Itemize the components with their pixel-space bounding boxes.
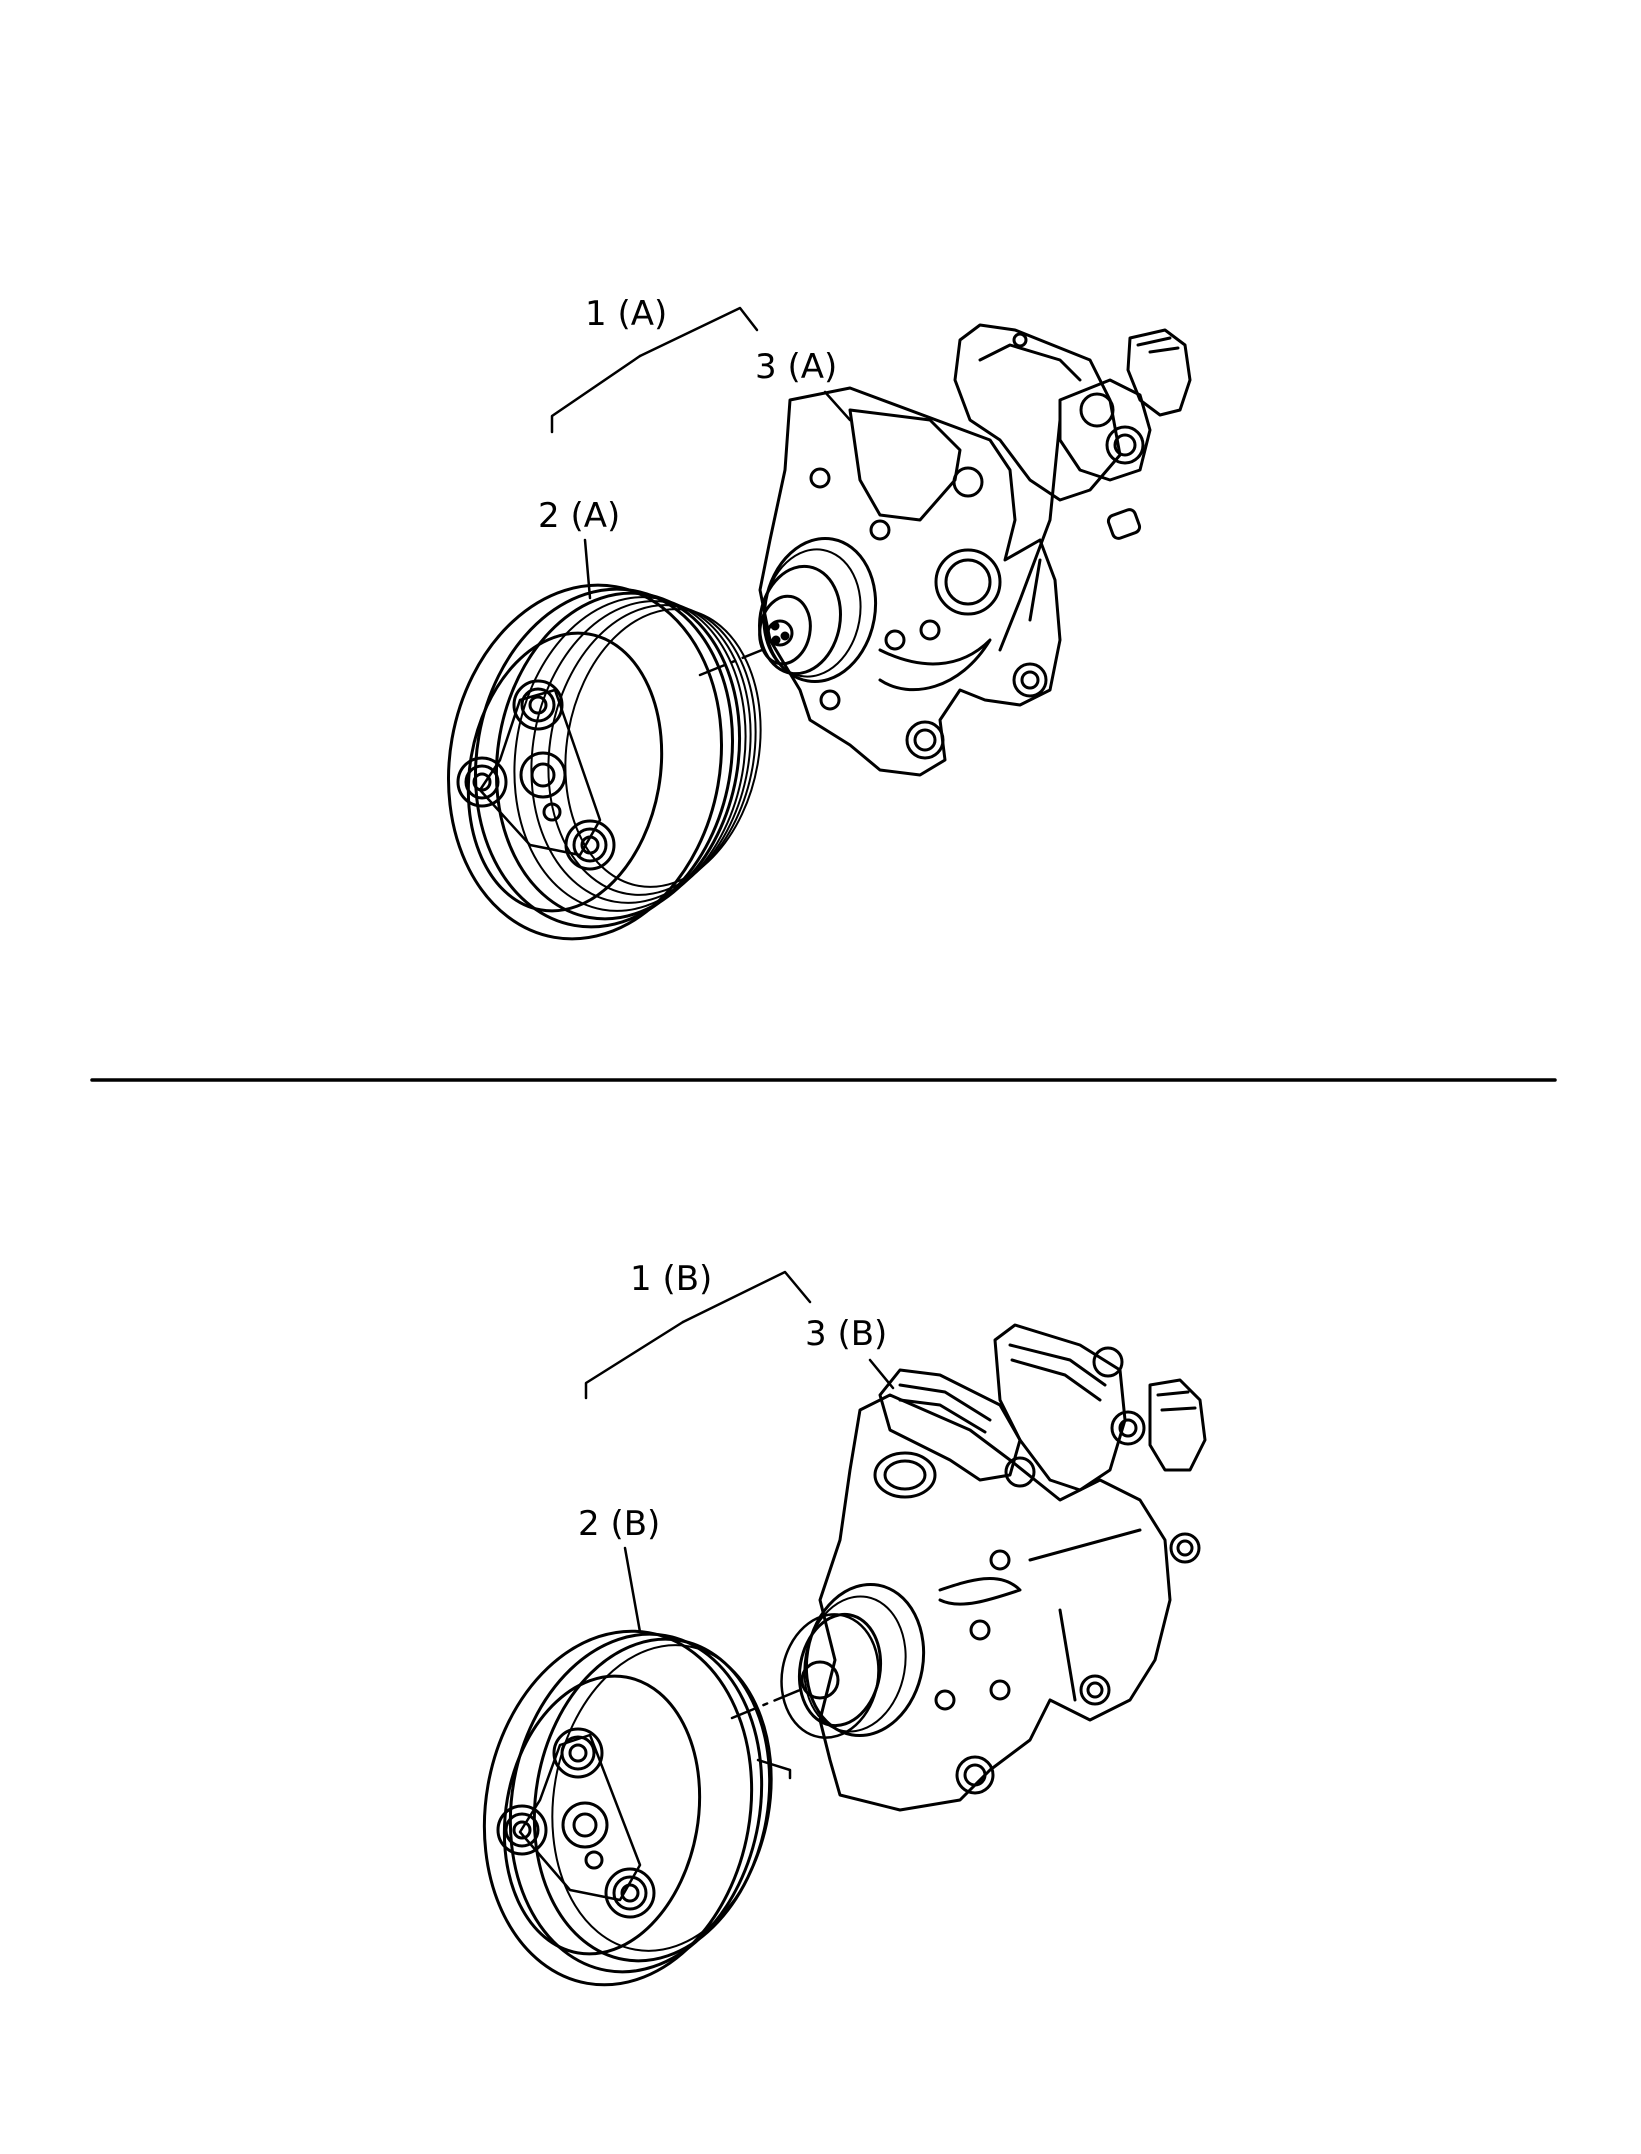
- clutch-pulley-a: [447, 583, 762, 941]
- compressor-body-b: [780, 1323, 1207, 1812]
- panel-a: 1 (A) 3 (A) 2 (A): [447, 294, 1192, 941]
- callout-2a: 2 (A): [538, 496, 620, 536]
- callout-3a: 3 (A): [755, 347, 837, 387]
- callout-3b: 3 (B): [805, 1314, 887, 1354]
- leader-lines-b: [584, 1270, 895, 1720]
- clutch-pulley-b: [482, 1629, 792, 1987]
- compressor-body-a: [758, 323, 1192, 777]
- rivets-a: [456, 679, 616, 871]
- callout-1a: 1 (A): [585, 294, 667, 334]
- callout-2b: 2 (B): [578, 1504, 660, 1544]
- panel-b: 1 (B) 3 (B) 2 (B): [482, 1259, 1207, 1987]
- rivets-b: [496, 1727, 656, 1919]
- callout-1b: 1 (B): [630, 1259, 712, 1299]
